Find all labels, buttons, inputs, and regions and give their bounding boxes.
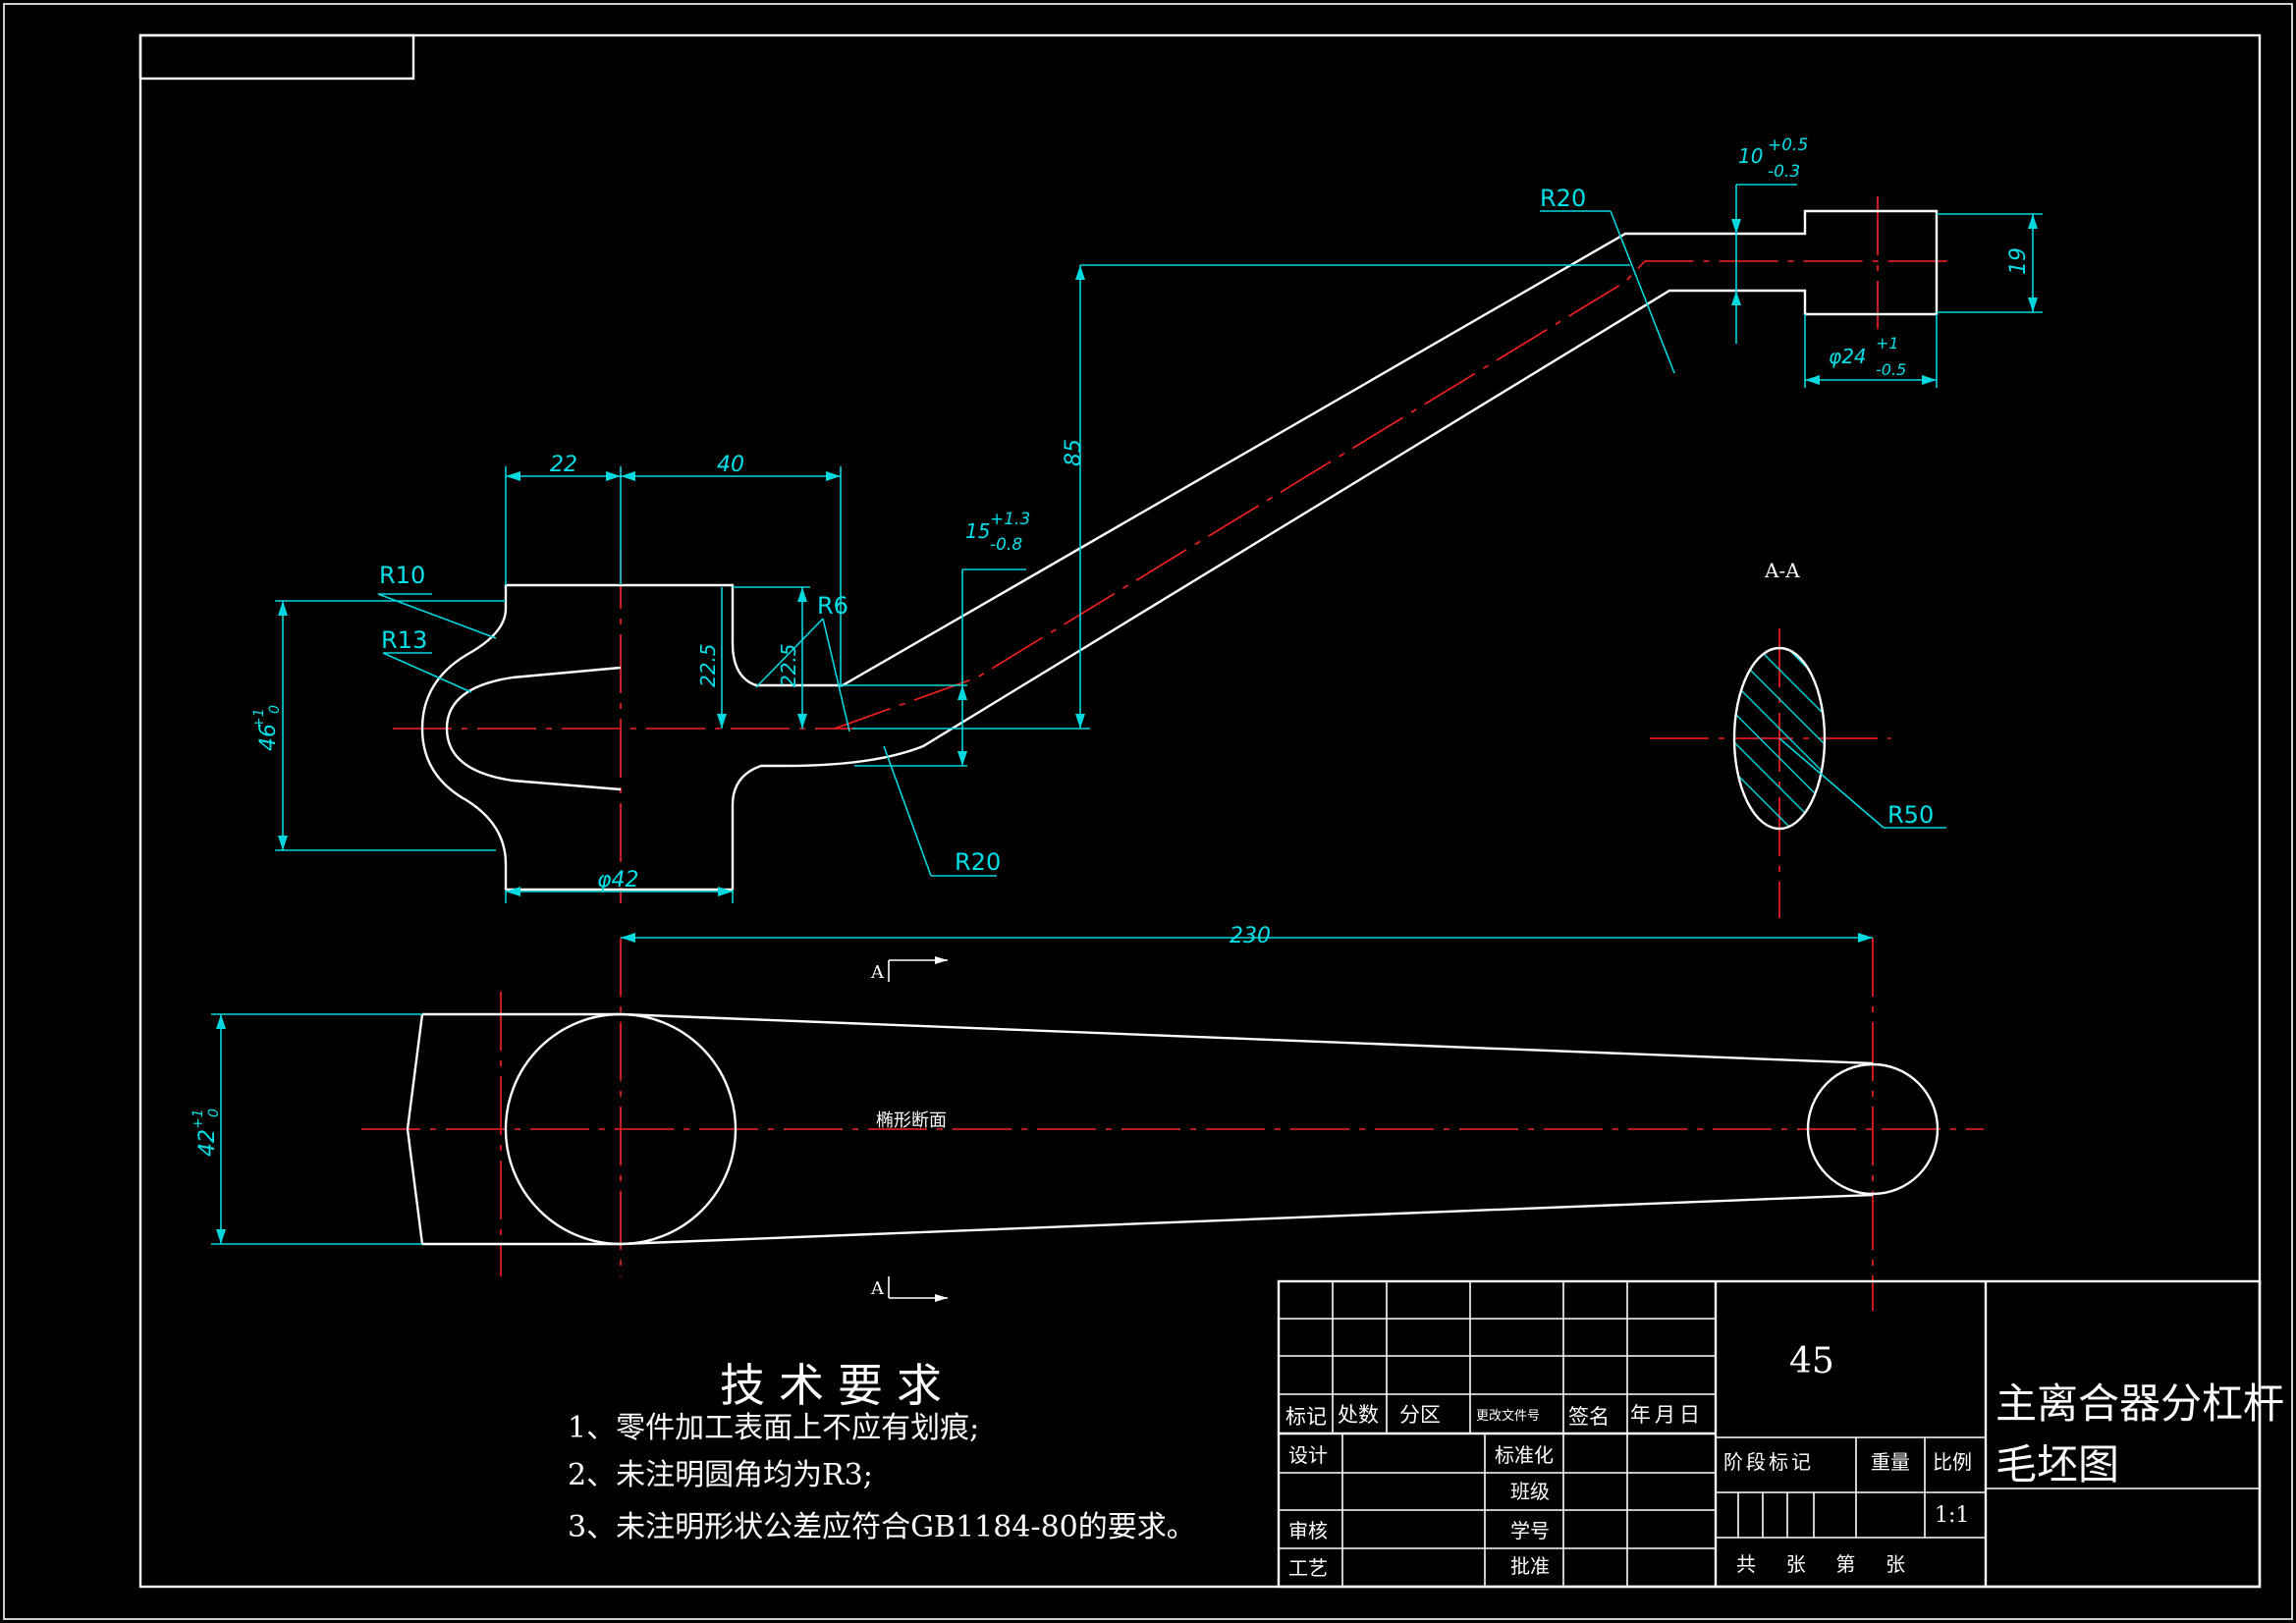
centerline-arm: [834, 260, 1954, 730]
tb-col-docno: 更改文件号: [1476, 1409, 1540, 1424]
part-outline: [420, 209, 1939, 892]
dim-85: 85: [1062, 439, 1086, 466]
dim-22-5-b: 22.5: [777, 643, 800, 687]
dim-19: 19: [2006, 247, 2031, 275]
dim-42-dia: φ42: [597, 868, 639, 893]
tb-col-zone: 分区: [1399, 1403, 1441, 1427]
radius-r20-upper: R20: [1540, 185, 1586, 212]
section-title: A-A: [1764, 559, 1800, 582]
tb-col-sign: 签名: [1568, 1405, 1610, 1429]
title-block: 标记 处数 分区 更改文件号 签名 年月日 设计 审核 工艺 标准化 班级 学号…: [1277, 1279, 2284, 1589]
code-box: [138, 33, 415, 81]
end-circle: [1806, 1062, 1940, 1196]
tb-std: 标准化: [1495, 1443, 1554, 1467]
dim-46-upper-tol: +1: [251, 708, 267, 729]
hub-circle: [504, 1012, 738, 1246]
dim-15-upper-tol: +1.3: [990, 510, 1030, 529]
dim-22-5-a: 22.5: [696, 643, 720, 687]
tb-class: 班级: [1510, 1480, 1550, 1503]
tb-col-date: 年月日: [1630, 1403, 1704, 1427]
top-view: [393, 196, 1954, 903]
radius-r6: R6: [817, 592, 848, 620]
requirements-title: 技术要求: [720, 1359, 956, 1412]
tb-stage: 阶段标记: [1723, 1450, 1814, 1474]
dim-15: 15: [965, 519, 990, 543]
dim-24-upper-tol: +1: [1876, 334, 1899, 352]
dim-22: 22: [550, 453, 577, 477]
dim-15-lower-tol: -0.8: [990, 535, 1022, 555]
dim-10-lower-tol: -0.3: [1768, 162, 1800, 182]
tb-scale: 1:1: [1935, 1503, 1969, 1528]
radius-r20-lower: R20: [955, 848, 1001, 876]
technical-requirements: 技术要求 1、零件加工表面上不应有划痕; 2、未注明圆角均为R3; 3、未注明形…: [568, 1359, 1196, 1544]
tb-part-name: 主离合器分杠杆: [1995, 1380, 2284, 1428]
section-ellipse: [1732, 646, 1827, 831]
tb-col-mark: 标记: [1285, 1405, 1327, 1429]
section-marker-top: A: [870, 962, 885, 983]
radius-r50: R50: [1887, 801, 1934, 829]
dim-24: φ24: [1829, 345, 1867, 368]
dim-42: 42: [195, 1129, 220, 1157]
dim-10-upper-tol: +0.5: [1768, 135, 1808, 155]
requirement-2: 2、未注明圆角均为R3;: [568, 1458, 873, 1492]
dim-10: 10: [1738, 144, 1763, 168]
section-marker-bottom: A: [870, 1278, 885, 1299]
requirement-3: 3、未注明形状公差应符合GB1184-80的要求。: [568, 1510, 1196, 1544]
hub-slot: [445, 666, 622, 791]
tb-row-process: 工艺: [1288, 1556, 1328, 1580]
section-a-a: A-A R50: [1650, 559, 1946, 918]
dim-46: 46: [256, 724, 281, 751]
radius-r10: R10: [379, 562, 425, 589]
tb-scale-label: 比例: [1933, 1450, 1972, 1474]
tb-material: 45: [1789, 1341, 1834, 1381]
tb-sheets: 共 张 第 张: [1736, 1552, 1911, 1576]
tb-weight: 重量: [1871, 1450, 1910, 1474]
tb-row-check: 审核: [1288, 1519, 1328, 1542]
tb-approve: 批准: [1510, 1554, 1550, 1578]
dim-24-lower-tol: -0.5: [1876, 360, 1906, 379]
section-hatch: [1734, 648, 1825, 829]
dim-230: 230: [1230, 924, 1271, 948]
inner-border: [138, 33, 2262, 1589]
tb-student-no: 学号: [1510, 1519, 1550, 1542]
outer-border: [3, 3, 2293, 1620]
dimensions-top: 22 40 85 19 10 +0.5 -0.3 φ24 +1 -0.5: [251, 135, 2043, 903]
requirement-1: 1、零件加工表面上不应有划痕;: [568, 1411, 979, 1445]
dim-42-lower-tol: 0: [206, 1109, 222, 1117]
dim-46-lower-tol: 0: [267, 705, 283, 714]
dim-40: 40: [717, 453, 744, 477]
section-center-label: 椭形断面: [876, 1110, 947, 1131]
radius-r13: R13: [381, 626, 427, 654]
tb-col-count: 处数: [1338, 1403, 1379, 1427]
bottom-view: 椭形断面 A A 230 42 +1 0: [191, 924, 1984, 1311]
tb-row-design: 设计: [1288, 1443, 1328, 1467]
dim-42-upper-tol: +1: [191, 1109, 206, 1129]
tb-part-subtitle: 毛坯图: [1995, 1440, 2119, 1488]
